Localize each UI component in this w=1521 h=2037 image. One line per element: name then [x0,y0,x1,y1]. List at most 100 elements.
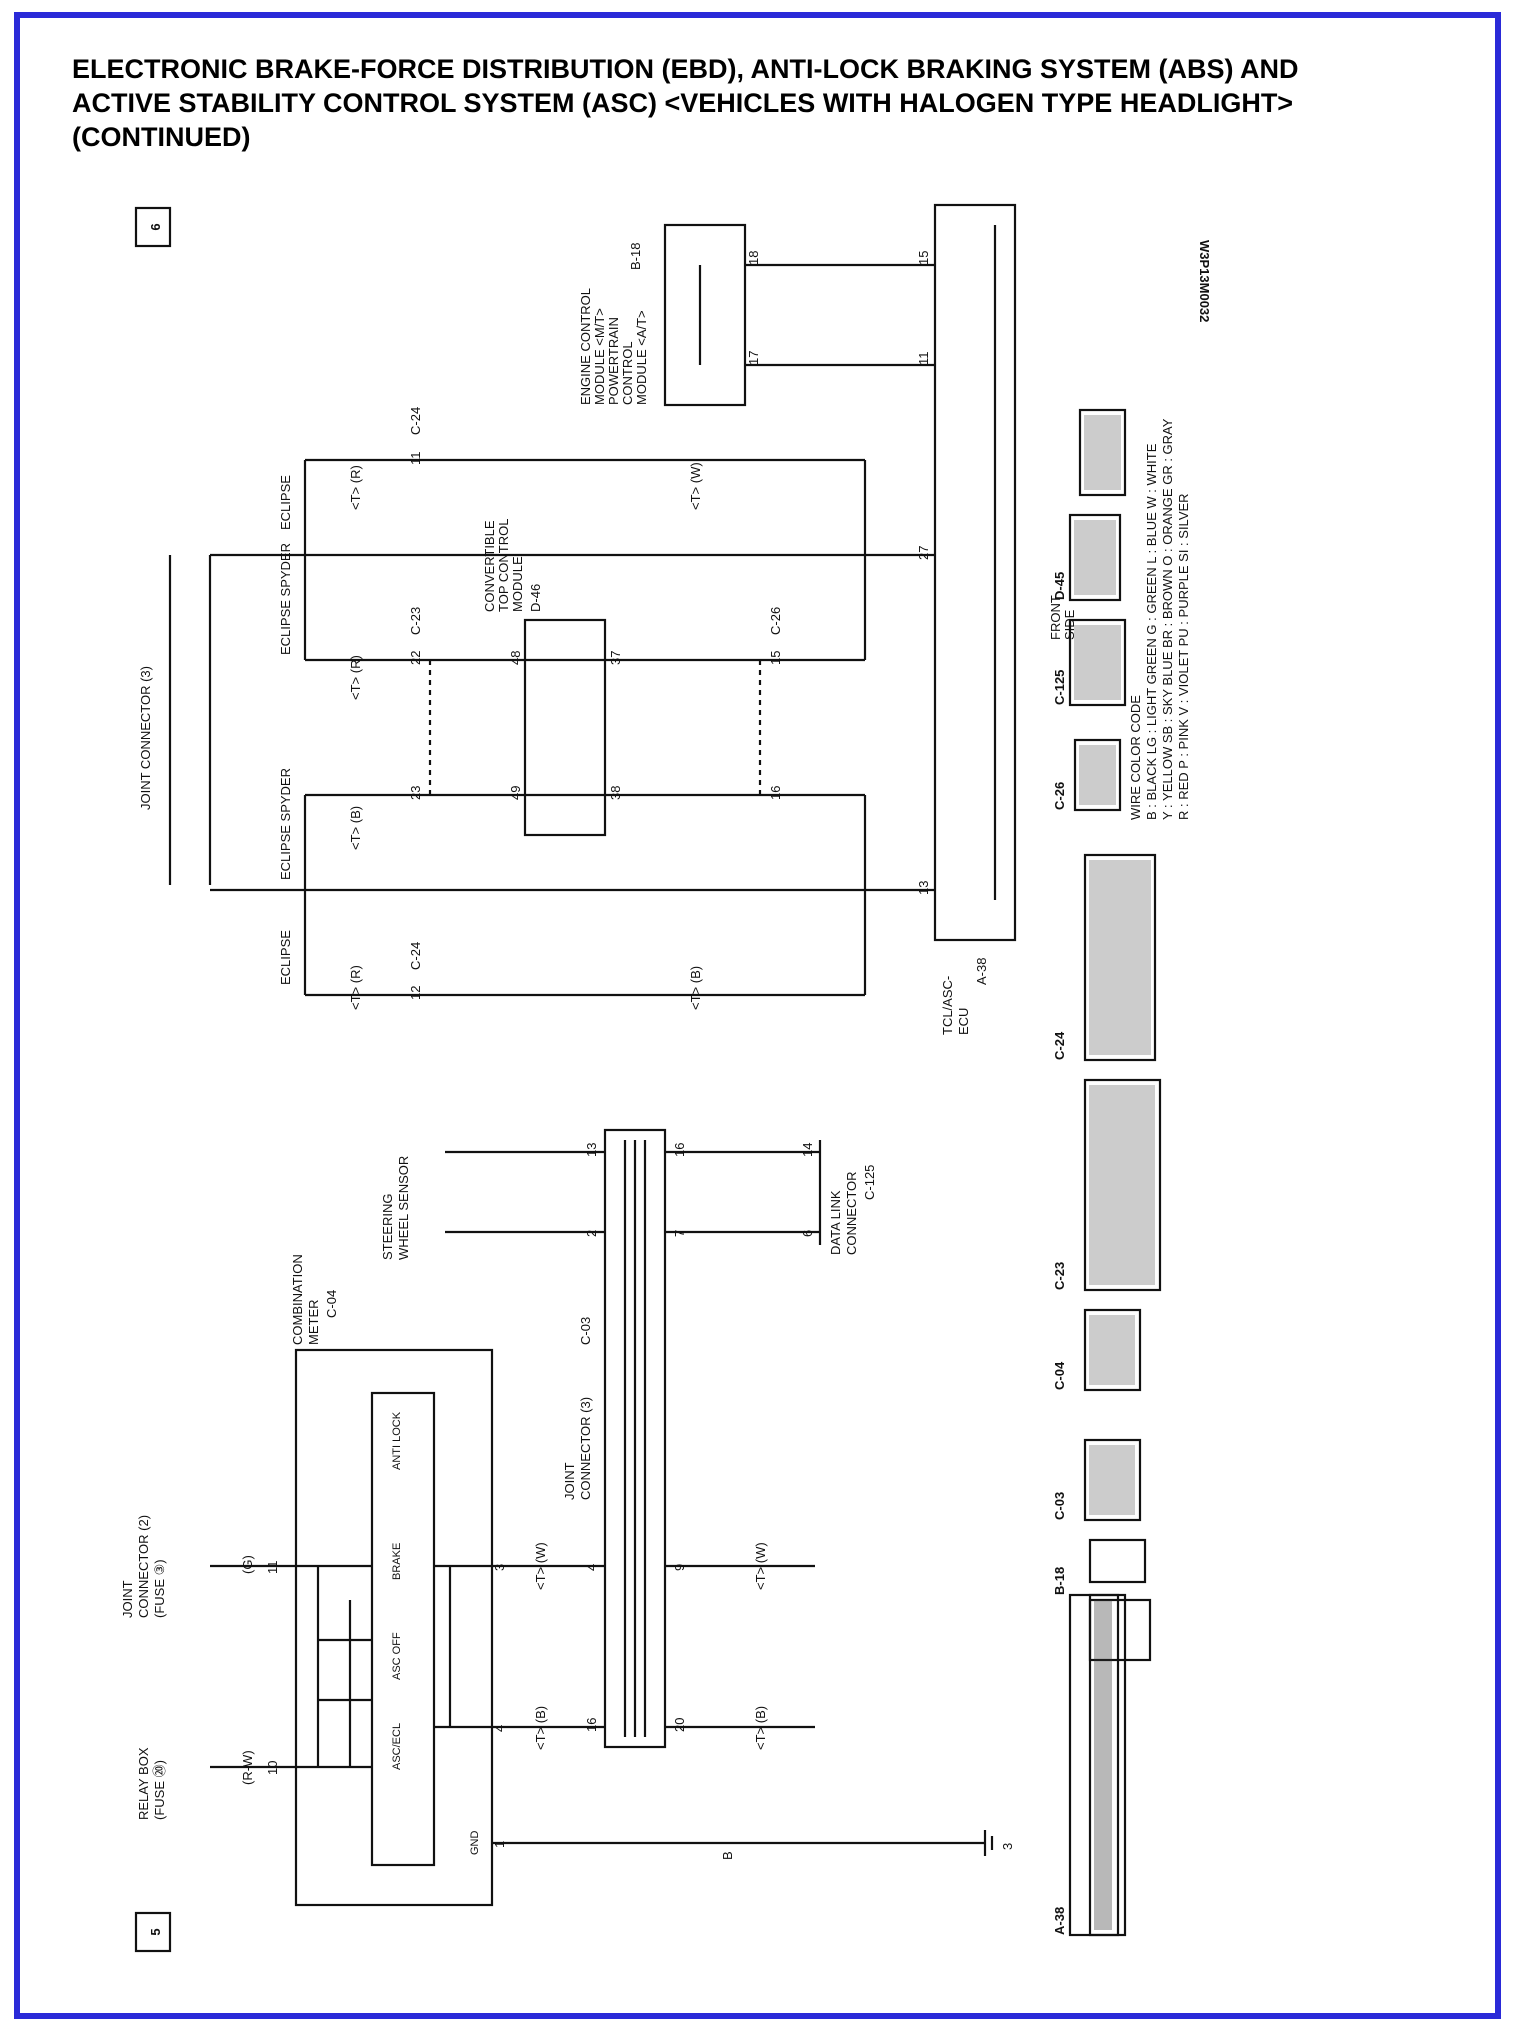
code-c24-left: C-24 [408,942,423,970]
page-marker-6: 6 [148,223,163,230]
lamp-brake: BRAKE [391,1543,403,1580]
can-label-2: <T> (W) [533,1542,548,1590]
relay-box-line1: RELAY BOX [136,1747,151,1820]
conv-pin-38: 38 [608,786,623,800]
meter-pin-4: 4 [492,1725,507,1732]
tcl-pin-15: 15 [916,251,931,265]
joint-conn-3-code: C-03 [578,1317,593,1345]
cv-a38: A-38 [1052,1907,1067,1935]
conv-module-line1: CONVERTIBLE [482,520,497,612]
variant-eclipse-left: ECLIPSE [278,930,293,985]
page-marker-5-box [134,1911,172,1953]
gnd-label: GND [469,1831,481,1856]
ecm-pin-17: 17 [746,351,761,365]
conn-view-D-45 [1068,513,1122,602]
wire-label-w-bottom: <T> (W) [688,462,703,510]
cv-c04: C-04 [1052,1361,1067,1390]
pin-22: 22 [408,651,423,665]
joint-connector-3-box [603,1128,667,1749]
conn-view-C-24 [1083,853,1157,1062]
page-marker-5: 5 [148,1928,163,1935]
data-link-code: C-125 [862,1165,877,1200]
cv-b18: B-18 [1052,1567,1067,1595]
conv-module-line2: TOP CONTROL [496,519,511,612]
cv-c26: C-26 [1052,782,1067,810]
tcl-pin-11: 11 [916,352,931,366]
conv-pin-48: 48 [508,651,523,665]
tcl-pin-27: 27 [916,546,931,560]
lamp-panel [370,1391,436,1867]
data-link-line1: DATA LINK [828,1190,843,1255]
wire-label-b-bottom: <T> (B) [688,966,703,1010]
steering-sensor-line1: STEERING [380,1194,395,1260]
joint-conn-3-line1: JOINT [562,1462,577,1500]
ecm-pin-18: 18 [746,251,761,265]
can-label-3: <T> (B) [753,1706,768,1750]
ground-number: 3 [1000,1843,1015,1850]
lamp-asc-ecl: ASC/ECL [391,1723,403,1770]
page-marker-6-box [134,206,172,248]
page-frame [14,12,1501,2019]
conv-pin-37: 37 [608,651,623,665]
cv-c23: C-23 [1052,1262,1067,1290]
conn-view-C-125 [1068,618,1127,707]
cv-c125: C-125 [1052,670,1067,705]
wire-label-b-left: <T> (B) [348,806,363,850]
convertible-module-box [523,618,607,837]
pin-16: 16 [768,786,783,800]
front-side-line1: FRONT [1048,595,1063,640]
ecm-code: B-18 [628,243,643,270]
variant-eclipse-right: ECLIPSE [278,475,293,530]
tcl-ecu-code: A-38 [974,958,989,985]
code-c23: C-23 [408,607,423,635]
can-label-1: <T> (B) [533,1706,548,1750]
pin-11: 11 [408,452,423,466]
relay-box-wire: (R-W) [240,1750,255,1785]
ecm-box [663,223,747,407]
tcl-ecu-line1: TCL/ASC- [940,976,955,1035]
cv-d45: D-45 [1052,572,1067,600]
joint-conn-2-line1: JOINT [120,1580,135,1618]
cv-c24: C-24 [1052,1031,1067,1060]
conn-view-C-03 [1083,1438,1142,1522]
gnd-wire: B [720,1851,735,1860]
conv-pin-49: 49 [508,786,523,800]
wire-color-row3: R : RED P : PINK V : VIOLET PU : PURPLE … [1176,493,1191,820]
ecm-line1: ENGINE CONTROL [578,288,593,405]
meter-pin-3: 3 [492,1564,507,1571]
right-joint-connector-3: JOINT CONNECTOR (3) [138,666,153,810]
joint-conn-2-pin: 11 [265,1561,280,1575]
data-link-pin-14: 14 [800,1143,815,1157]
front-side-line2: SIDE [1062,609,1077,640]
relay-box-line2: (FUSE ⑳) [152,1760,167,1820]
data-link-pin-6: 6 [800,1230,815,1237]
conv-module-line3: MODULE [510,556,525,612]
can-label-4: <T> (W) [753,1542,768,1590]
conn-view-C-23 [1083,1078,1162,1292]
tcl-ecu-line2: ECU [956,1008,971,1035]
ecm-line5: MODULE <A/T> [634,310,649,405]
title-line-2: ACTIVE STABILITY CONTROL SYSTEM (ASC) <V… [72,88,1294,118]
tcl-asc-ecu-box [933,203,1017,942]
gnd-pin: 1 [492,1841,507,1848]
joint-conn-3-line2: CONNECTOR (3) [578,1397,593,1500]
jc3-pin-bot-4: 16 [672,1143,687,1157]
combination-meter-box [294,1348,494,1907]
comb-meter-code: C-04 [324,1290,339,1318]
pin-12: 12 [408,986,423,1000]
steering-sensor-line2: WHEEL SENSOR [396,1156,411,1260]
code-c26: C-26 [768,607,783,635]
jc3-pin-bot-1: 20 [672,1718,687,1732]
jc3-pin-bot-3: 7 [672,1230,687,1237]
wire-label-r-mid: <T> (R) [348,655,363,700]
title-line-1: ELECTRONIC BRAKE-FORCE DISTRIBUTION (EBD… [72,54,1299,84]
pin-23: 23 [408,786,423,800]
doc-code: W3P13M0032 [1197,240,1212,322]
data-link-line2: CONNECTOR [844,1171,859,1255]
lamp-asc-off: ASC OFF [391,1632,403,1680]
relay-box-pin: 10 [265,1761,280,1775]
conv-module-code: D-46 [528,584,543,612]
ecm-line4: CONTROL [620,341,635,405]
code-c24-right: C-24 [408,407,423,435]
